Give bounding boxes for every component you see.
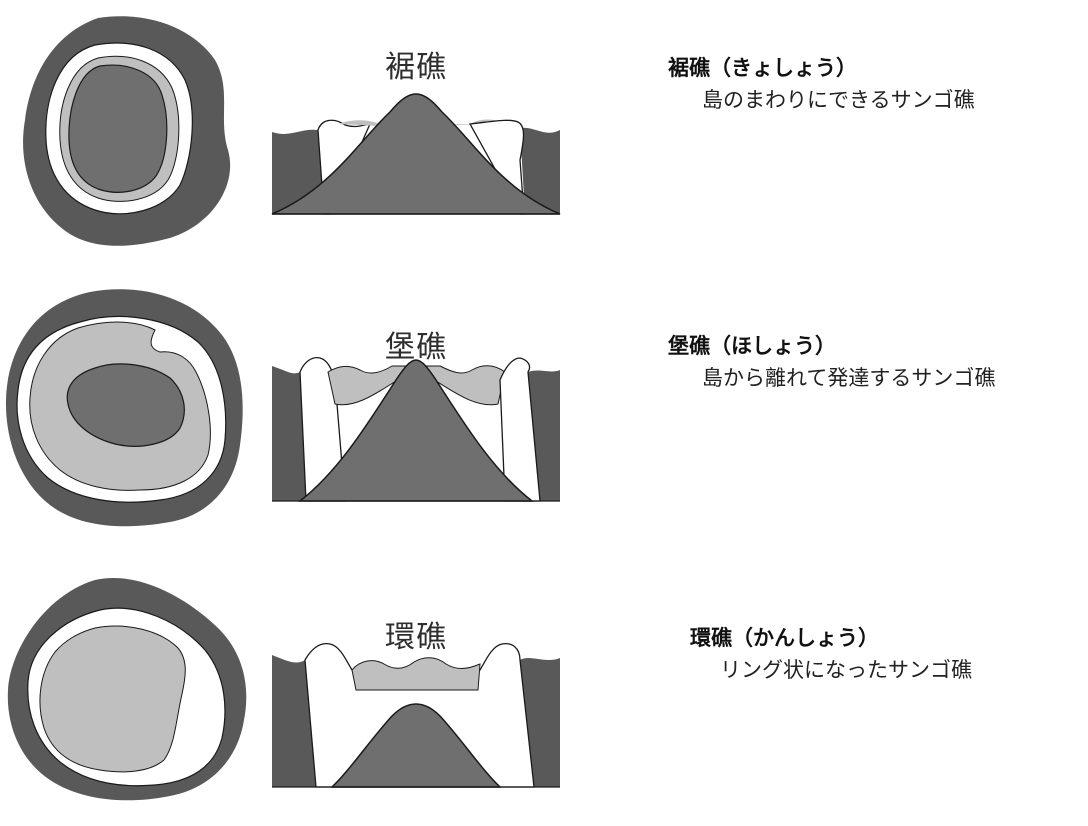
fringing-reef-title: 裾礁 (385, 50, 447, 85)
barrier-section-island (297, 359, 535, 502)
fringing-section-island (271, 93, 561, 215)
atoll-name: 環礁（かんしょう） (690, 626, 879, 650)
barrier-reef-top-view (5, 289, 243, 527)
barrier-reef-name: 堡礁（ほしょう） (668, 334, 836, 358)
atoll-title: 環礁 (385, 620, 447, 655)
atoll-top-view (7, 578, 247, 801)
barrier-section-sea-left (272, 366, 306, 501)
barrier-section-sea-right (528, 370, 560, 501)
fringing-reef-cross-section (271, 93, 561, 215)
barrier-section-reef-right (499, 357, 541, 502)
atoll-lagoon (39, 625, 186, 773)
atoll-section-island (330, 703, 502, 788)
fringing-reef-name: 裾礁（きょしょう） (668, 56, 857, 80)
atoll-description: リング状になったサンゴ礁 (720, 658, 972, 682)
fringing-island (68, 64, 168, 193)
fringing-reef-top-view (23, 16, 231, 246)
barrier-reef-cross-section (272, 356, 560, 502)
barrier-reef-title: 堡礁 (385, 330, 447, 365)
fringing-section-sea-right (520, 127, 560, 214)
barrier-island (66, 363, 185, 447)
atoll-cross-section (272, 642, 560, 788)
fringing-reef-description: 島のまわりにできるサンゴ礁 (702, 88, 975, 112)
atoll-section-sea-left (272, 655, 316, 787)
barrier-reef-description: 島から離れて発達するサンゴ礁 (702, 366, 996, 390)
atoll-section-lagoon (351, 657, 481, 691)
atoll-section-sea-right (520, 658, 560, 787)
